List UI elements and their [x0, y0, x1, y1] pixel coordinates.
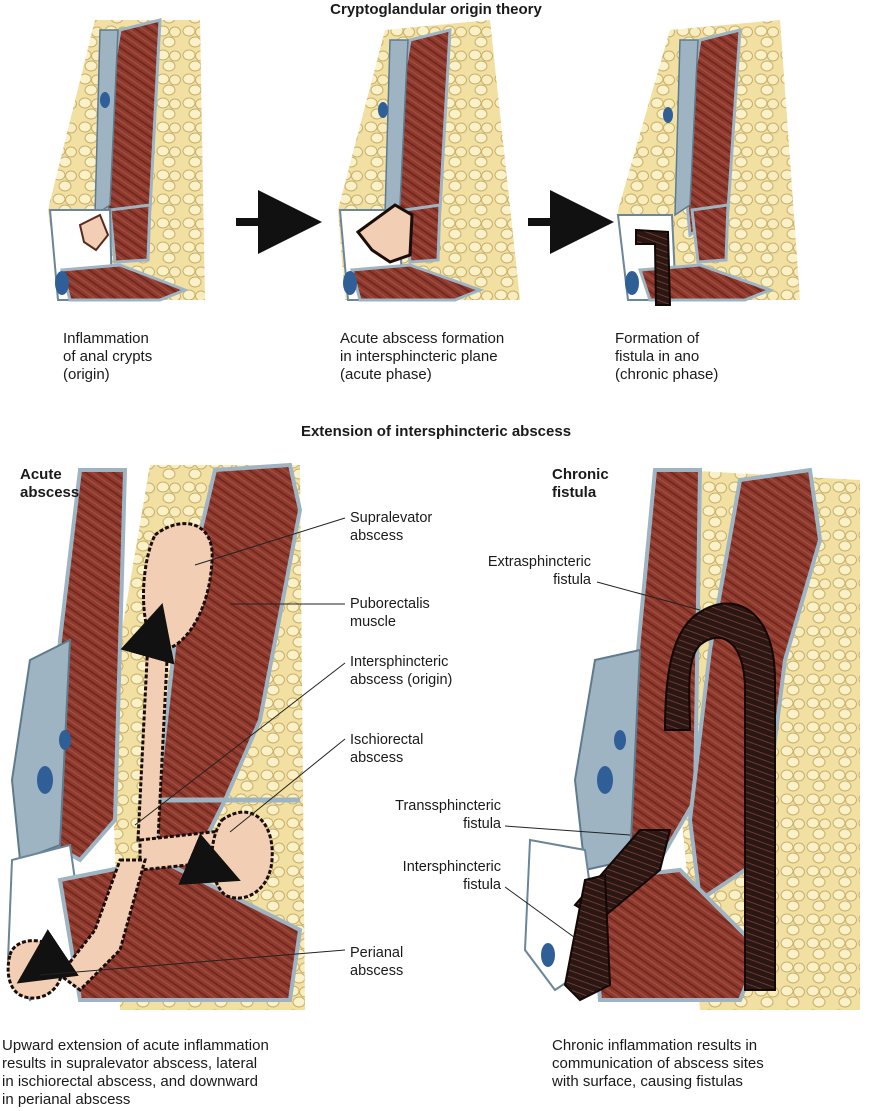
label-intersphincteric-abscess: Intersphincteric abscess (origin): [350, 654, 453, 688]
label-ischiorectal-abscess: Ischiorectal abscess: [350, 732, 424, 766]
stage-2-caption: Acute abscess formation in intersphincte…: [340, 330, 505, 383]
acute-title: Acute abscess: [20, 466, 80, 501]
stage-1-illustration: [48, 18, 205, 302]
label-transsphincteric-fistula: Transsphincteric fistula: [395, 798, 501, 832]
chronic-title: Chronic fistula: [552, 466, 609, 501]
stage-1-caption: Inflammation of anal crypts (origin): [63, 330, 153, 383]
stage-2-illustration: [338, 20, 520, 302]
acute-abscess-illustration: [6, 462, 305, 1010]
acute-leader-lines: [39, 517, 346, 976]
label-supralevator-abscess: Supralevator abscess: [350, 510, 433, 544]
top-heading: Cryptoglandular origin theory: [330, 1, 542, 18]
label-perianal-abscess: Perianal abscess: [350, 945, 404, 979]
chronic-fistula-illustration: [523, 467, 860, 1010]
acute-caption: Upward extension of acute inflammation r…: [2, 1037, 269, 1108]
bottom-heading: Extension of intersphincteric abscess: [300, 423, 572, 440]
stage-3-illustration: [616, 20, 800, 306]
stage-3-caption: Formation of fistula in ano (chronic pha…: [615, 330, 719, 383]
chronic-leader-lines: [504, 581, 701, 941]
label-intersphincteric-fistula: Intersphincteric fistula: [402, 859, 501, 893]
chronic-caption: Chronic inflammation results in communic…: [552, 1037, 764, 1090]
label-extrasphincteric-fistula: Extrasphincteric fistula: [487, 554, 591, 588]
label-puborectalis-muscle: Puborectalis muscle: [350, 596, 430, 630]
